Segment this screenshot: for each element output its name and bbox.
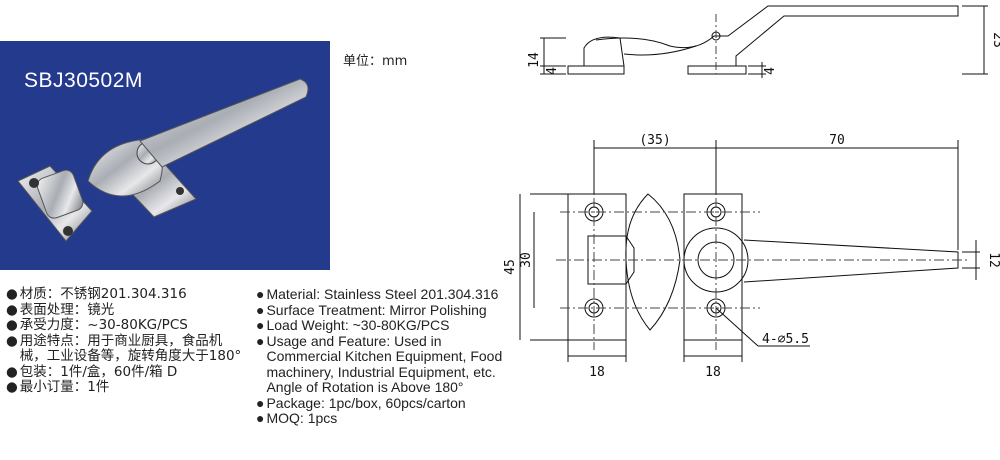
spec-item: ●包装：1件/盒，60件/箱 D [6,363,246,381]
specs-english: ●Material: Stainless Steel 201.304.316 ●… [256,286,516,427]
bullet-icon: ● [256,410,265,426]
spec-item: ●Material: Stainless Steel 201.304.316 [256,286,516,303]
spec-label: Package: [266,394,329,411]
bullet-icon: ● [6,301,18,318]
specs-chinese: ●材质：不锈钢201.304.316 ●表面处理：镜光 ●承受力度：~30-80… [6,286,246,396]
side-view [567,5,959,75]
catch-body [587,235,635,285]
handle-top [743,239,959,283]
bullet-icon: ● [6,286,18,302]
spec-value: ~30-80KG/PCS [87,317,188,333]
spec-value: 1pc/box, 60pcs/carton [328,394,466,411]
dim-plate-right: 18 [705,365,721,380]
bullet-icon: ● [256,286,265,302]
spec-value: Stainless Steel 201.304.316 [324,286,499,302]
spec-label: 承受力度： [19,317,88,333]
spec-value: Used in Commercial Kitchen Equipment, Fo… [266,332,503,395]
side-catch [583,36,625,67]
cam-profile [625,193,681,331]
dim-total-height: 23 [990,32,1000,48]
side-handle [595,5,959,66]
spec-item: ●Load Weight: ~30-80KG/PCS [256,317,516,334]
dim-offset: (35) [639,133,670,148]
spec-item: ●Usage and Feature: Used in Commercial K… [256,332,516,396]
bullet-icon: ● [256,394,265,411]
side-base-right [687,65,747,75]
dim-base-thickness: 4 [545,67,560,75]
dimension-labels: 14 4 4 23 (35) 70 45 30 12 18 18 4-⌀5.5 [503,32,1000,380]
dim-plate-left: 18 [589,365,605,380]
side-dimensions [540,5,988,78]
unit-label: 单位：mm [343,54,408,69]
dim-body-height: 14 [527,52,542,68]
spec-item: ●表面处理：镜光 [6,301,246,319]
dim-hole-spacing: 30 [519,252,534,268]
spec-item: ●MOQ: 1pcs [256,410,516,427]
spec-label: 包装： [19,363,61,380]
spec-value: 不锈钢201.304.316 [60,286,187,302]
top-dimensions [519,140,980,362]
side-cam [623,45,697,56]
spec-item: ●材质：不锈钢201.304.316 [6,286,246,303]
bullet-icon: ● [6,317,18,333]
spec-value: 1pcs [307,410,338,426]
technical-drawing: 14 4 4 23 (35) 70 45 30 12 18 18 4-⌀5.5 [503,5,1000,380]
side-base-left [567,65,625,75]
spec-item: ●Package: 1pc/box, 60pcs/carton [256,394,516,412]
bullet-icon: ● [256,317,265,333]
bullet-icon: ● [6,379,18,395]
spec-item: ●承受力度：~30-80KG/PCS [6,317,246,334]
spec-label: 最小订量： [19,379,88,395]
spec-value: 1件/盒，60件/箱 D [60,363,178,380]
spec-label: Load Weight: [266,317,353,333]
spec-item: ●Surface Treatment: Mirror Polishing [256,301,516,319]
dim-outer-width: 45 [503,259,518,275]
spec-value: Mirror Polishing [389,301,487,318]
plate-right [683,193,743,341]
spec-label: Surface Treatment: [266,301,390,318]
spec-value: ~30-80KG/PCS [352,317,450,333]
latch-photo-illustration [17,78,309,242]
spec-value: 镜光 [87,301,115,318]
dim-base-thickness-right: 4 [763,67,778,75]
spec-value: 1件 [87,379,110,395]
dim-handle-tip: 12 [986,252,1000,268]
spec-value: 用于商业厨具，食品机械，工业设备等，旋转角度大于180° [19,332,242,364]
product-photo: SBJ30502M [0,41,330,270]
bullet-icon: ● [256,301,265,318]
spec-item: ●用途特点：用于商业厨具，食品机械，工业设备等，旋转角度大于180° [6,332,246,365]
dim-handle-length: 70 [829,133,845,148]
spec-item: ●最小订量：1件 [6,379,246,396]
spec-label: 表面处理： [19,301,88,318]
spec-label: MOQ: [266,410,308,426]
bullet-icon: ● [6,332,18,349]
spec-label: 材质： [19,286,61,302]
bullet-icon: ● [6,363,18,380]
top-view [556,180,970,350]
spec-label: 用途特点： [19,332,88,349]
dim-holes: 4-⌀5.5 [762,332,809,347]
spec-label: Usage and Feature: [266,332,395,349]
model-number: SBJ30502M [24,69,143,92]
spec-label: Material: [266,286,325,302]
bullet-icon: ● [256,332,265,349]
